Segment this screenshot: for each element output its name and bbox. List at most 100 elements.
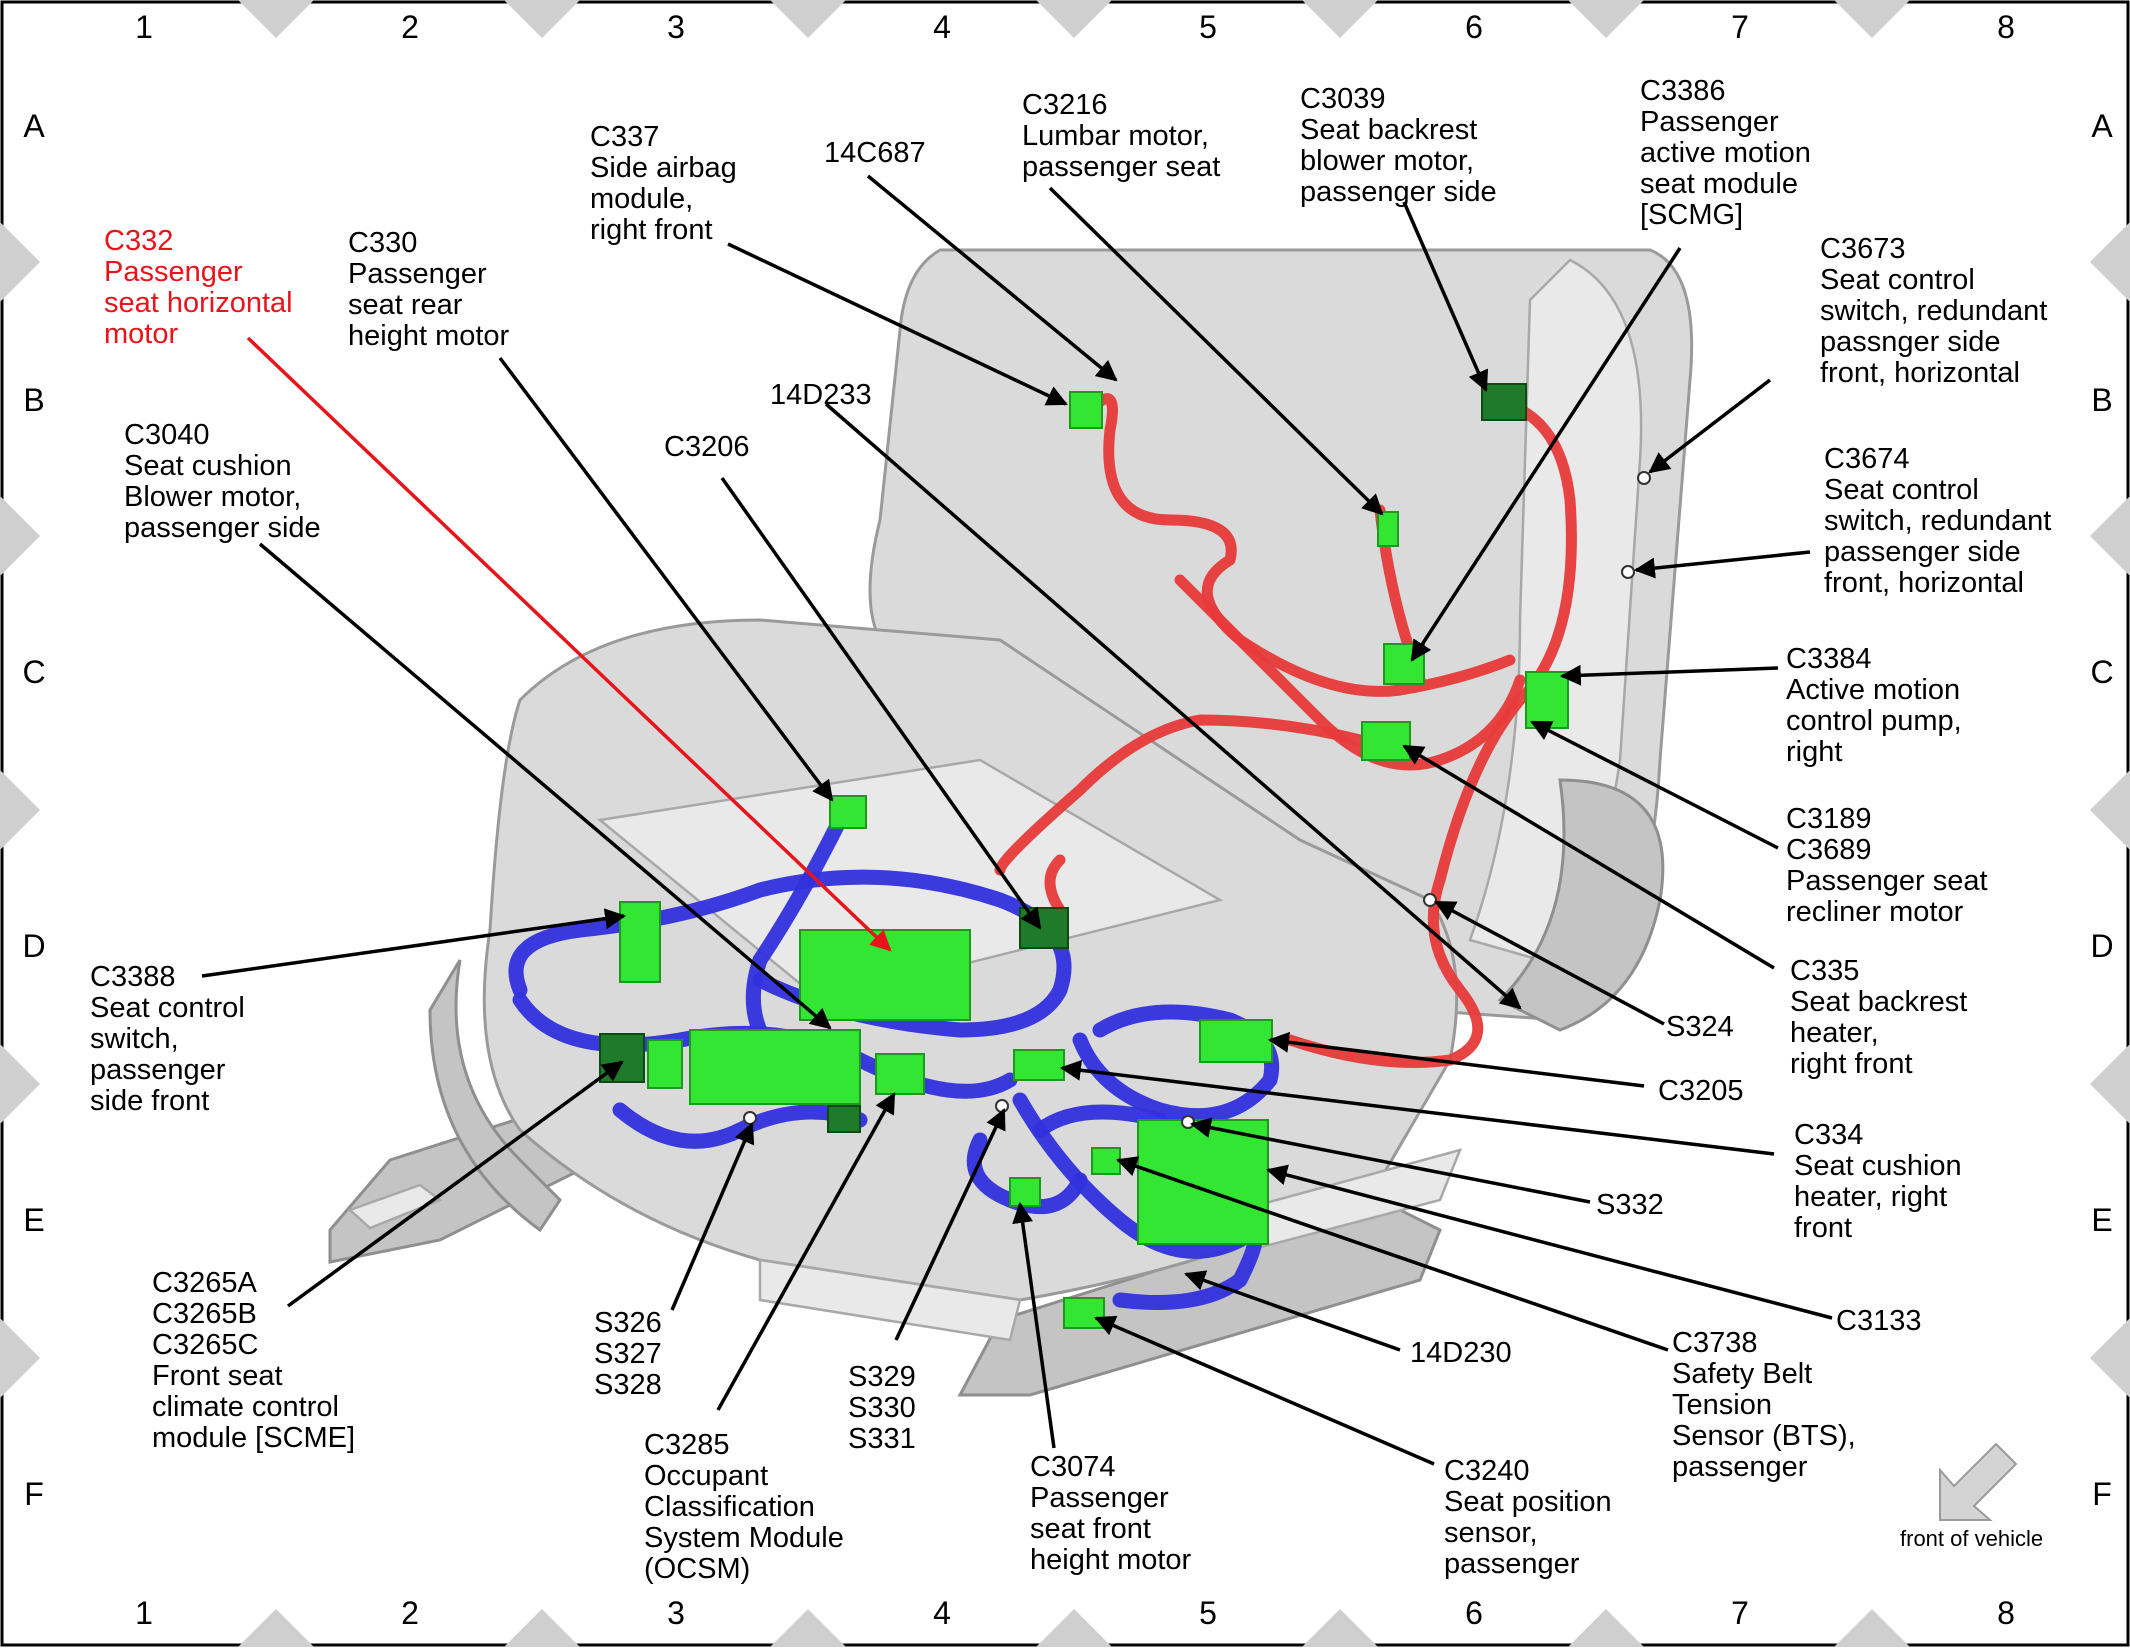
leader-14d233 bbox=[824, 402, 1522, 1010]
leader-lines bbox=[201, 174, 1833, 1466]
label-line: seat front bbox=[1030, 1513, 1151, 1545]
grid-row-right: B bbox=[2091, 382, 2112, 418]
label-line: C3216 bbox=[1022, 89, 1107, 121]
label-line: recliner motor bbox=[1786, 896, 1964, 928]
leader-c337 bbox=[727, 242, 1068, 406]
grid-row-left: C bbox=[22, 654, 45, 690]
label-line: S327 bbox=[594, 1338, 662, 1370]
grid-col-top: 1 bbox=[135, 9, 153, 45]
zone-marker bbox=[2090, 770, 2130, 850]
connector-c3216 bbox=[1377, 511, 1399, 547]
splice-c3674 bbox=[1621, 565, 1635, 579]
label-line: Passenger bbox=[104, 256, 243, 288]
cushion-front-edge bbox=[758, 1258, 1022, 1342]
leader-s324 bbox=[1434, 900, 1665, 1026]
label-14d230: 14D230 bbox=[1410, 1337, 1512, 1369]
zone-marker bbox=[1036, 0, 1112, 38]
label-line: 14C687 bbox=[824, 137, 926, 169]
leader-c335 bbox=[1402, 744, 1775, 970]
zone-marker bbox=[1302, 1609, 1378, 1652]
label-line: Classification bbox=[644, 1491, 815, 1523]
label-line: S332 bbox=[1596, 1189, 1664, 1221]
zone-marker bbox=[1302, 0, 1378, 38]
grid-row-right: C bbox=[2090, 654, 2113, 690]
connector-c3265c bbox=[689, 1029, 861, 1105]
label-line: switch, redundant bbox=[1820, 295, 2047, 327]
leader-c334 bbox=[1059, 1059, 1775, 1156]
leader-c3674 bbox=[1633, 550, 1811, 579]
leader-14c687 bbox=[866, 174, 1118, 382]
grid-col-bottom: 4 bbox=[933, 1595, 951, 1631]
label-s324: S324 bbox=[1666, 1011, 1734, 1043]
connector-c3384 bbox=[1525, 671, 1569, 729]
leader-c3673 bbox=[1648, 378, 1772, 474]
label-line: C3133 bbox=[1836, 1305, 1921, 1337]
label-line: S326 bbox=[594, 1307, 662, 1339]
grid-col-top: 6 bbox=[1465, 9, 1483, 45]
zone-marker bbox=[238, 0, 314, 38]
label-line: S331 bbox=[848, 1423, 916, 1455]
grid-col-bottom: 1 bbox=[135, 1595, 153, 1631]
leader-c3285 bbox=[716, 1092, 896, 1411]
label-line: Passenger bbox=[1030, 1482, 1169, 1514]
label-line: Front seat bbox=[152, 1360, 283, 1392]
leader-c3384 bbox=[1559, 664, 1779, 686]
grid-row-right: A bbox=[2091, 108, 2113, 144]
wire-segment bbox=[1032, 1104, 1168, 1138]
label-line: Active motion bbox=[1786, 674, 1960, 706]
label-line: C3074 bbox=[1030, 1451, 1115, 1483]
zone-marker bbox=[0, 1044, 40, 1124]
grid-row-right: D bbox=[2090, 928, 2113, 964]
leader-c3133 bbox=[1265, 1164, 1833, 1320]
label-line: side front bbox=[90, 1085, 209, 1117]
label-line: C3738 bbox=[1672, 1327, 1757, 1359]
label-line: Safety Belt bbox=[1672, 1358, 1812, 1390]
label-line: C3689 bbox=[1786, 834, 1871, 866]
connector-c334 bbox=[1013, 1049, 1065, 1081]
grid-col-top: 5 bbox=[1199, 9, 1217, 45]
label-line: C3386 bbox=[1640, 75, 1725, 107]
leader-s329 bbox=[894, 1108, 1006, 1341]
zone-marker bbox=[0, 770, 40, 850]
grid-col-top: 7 bbox=[1731, 9, 1749, 45]
label-line: control pump, bbox=[1786, 705, 1962, 737]
zone-marker bbox=[504, 1609, 580, 1652]
label-line: passenger bbox=[1672, 1451, 1808, 1483]
leader-c3074 bbox=[1012, 1201, 1056, 1449]
grid-col-bottom: 8 bbox=[1997, 1595, 2015, 1631]
label-line: switch, redundant bbox=[1824, 505, 2051, 537]
grid-col-bottom: 2 bbox=[401, 1595, 419, 1631]
label-line: Lumbar motor, bbox=[1022, 120, 1209, 152]
zone-marker bbox=[0, 222, 40, 302]
label-line: C330 bbox=[348, 227, 417, 259]
label-line: Seat control bbox=[90, 992, 245, 1024]
leader-s326 bbox=[670, 1122, 755, 1311]
leader-c3738 bbox=[1116, 1156, 1669, 1352]
rail-bracket bbox=[347, 1183, 443, 1230]
zone-marker bbox=[770, 0, 846, 38]
connector-c3205 bbox=[1199, 1019, 1273, 1063]
connector-c3074 bbox=[1009, 1177, 1041, 1207]
label-c3133: C3133 bbox=[1836, 1305, 1921, 1337]
label-line: module [SCME] bbox=[152, 1422, 355, 1454]
label-14d233: 14D233 bbox=[770, 379, 872, 411]
label-line: [SCMG] bbox=[1640, 199, 1743, 231]
label-line: module, bbox=[590, 183, 693, 215]
label-line: C3040 bbox=[124, 419, 209, 451]
zone-marker bbox=[2090, 222, 2130, 302]
leader-c332 bbox=[246, 336, 892, 952]
zone-marker bbox=[2090, 496, 2130, 576]
label-line: passenger bbox=[1444, 1548, 1580, 1580]
grid-row-right: F bbox=[2092, 1476, 2112, 1512]
leader-c3216 bbox=[1048, 186, 1384, 516]
label-line: right front bbox=[1790, 1048, 1913, 1080]
connector-scme-end bbox=[827, 1105, 861, 1133]
